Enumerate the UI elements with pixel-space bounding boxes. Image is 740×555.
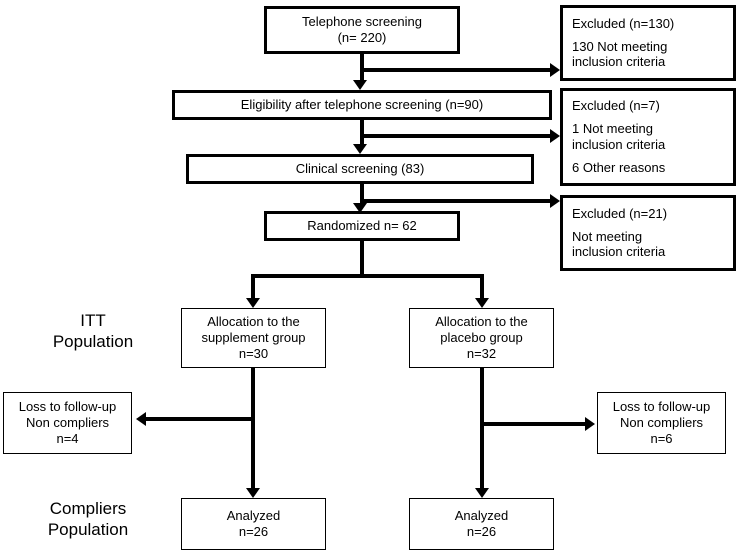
arrow-to-excluded-130 [550, 63, 560, 77]
node-allocation-supplement-line1: Allocation to the [207, 314, 300, 330]
arrow-telephone-to-eligibility [353, 80, 367, 90]
node-excluded-7-line1: Excluded (n=7) [572, 98, 660, 114]
node-allocation-placebo: Allocation to the placebo group n=32 [409, 308, 554, 368]
connector-randomized-split-stem [360, 241, 364, 274]
node-allocation-supplement: Allocation to the supplement group n=30 [181, 308, 326, 368]
node-analyzed-right: Analyzed n=26 [409, 498, 554, 550]
node-excluded-130: Excluded (n=130) 130 Not meeting inclusi… [560, 5, 736, 81]
side-label-itt-line2: Population [52, 332, 134, 352]
connector-placebo-to-analyzed-stem [480, 368, 484, 490]
side-label-itt-line1: ITT [80, 311, 106, 330]
node-allocation-supplement-line2: supplement group [201, 330, 306, 346]
arrow-to-allocation-placebo [475, 298, 489, 308]
connector-split-to-allocation-placebo [480, 274, 484, 300]
node-excluded-130-line3: inclusion criteria [572, 54, 666, 70]
arrow-to-excluded-21 [550, 194, 560, 208]
connector-telephone-to-excluded-130 [360, 68, 554, 72]
connector-placebo-to-loss-right [482, 422, 587, 426]
node-allocation-placebo-line1: Allocation to the [435, 314, 528, 330]
node-telephone-screening: Telephone screening (n= 220) [264, 6, 460, 54]
node-allocation-supplement-line3: n=30 [238, 345, 269, 361]
node-analyzed-left: Analyzed n=26 [181, 498, 326, 550]
node-clinical-screening-line1: Clinical screening (83) [295, 161, 425, 177]
node-excluded-21: Excluded (n=21) Not meeting inclusion cr… [560, 195, 736, 271]
arrow-to-excluded-7 [550, 129, 560, 143]
node-excluded-21-line1: Excluded (n=21) [572, 205, 668, 221]
arrow-to-loss-followup-right [585, 417, 595, 431]
connector-split-to-allocation-supplement [251, 274, 255, 300]
connector-supplement-to-analyzed-stem [251, 368, 255, 490]
connector-clinical-to-randomized-stem [360, 184, 364, 207]
node-loss-followup-left-line2: Non compliers [25, 415, 110, 431]
arrow-clinical-to-randomized [353, 203, 367, 213]
node-loss-followup-right-line3: n=6 [650, 430, 673, 446]
arrow-to-loss-followup-left [136, 412, 146, 426]
node-randomized-line1: Randomized n= 62 [307, 218, 417, 234]
node-loss-followup-left-line1: Loss to follow-up [18, 399, 117, 415]
connector-eligibility-to-excluded-7 [360, 134, 554, 138]
node-loss-followup-left-line3: n=4 [56, 430, 79, 446]
side-label-compliers-line1: Compliers [49, 499, 127, 518]
node-loss-followup-left: Loss to follow-up Non compliers n=4 [3, 392, 132, 454]
node-allocation-placebo-line3: n=32 [466, 345, 497, 361]
node-loss-followup-right-line1: Loss to follow-up [612, 399, 711, 415]
node-loss-followup-right: Loss to follow-up Non compliers n=6 [597, 392, 726, 454]
node-excluded-7-line4: 6 Other reasons [572, 159, 666, 175]
node-excluded-7: Excluded (n=7) 1 Not meeting inclusion c… [560, 88, 736, 186]
arrow-eligibility-to-clinical [353, 144, 367, 154]
node-clinical-screening: Clinical screening (83) [186, 154, 534, 184]
node-excluded-7-line3: inclusion criteria [572, 137, 666, 152]
node-analyzed-right-line2: n=26 [466, 524, 497, 539]
node-excluded-7-line2: 1 Not meeting [572, 121, 653, 137]
node-eligibility-after-telephone-screening: Eligibility after telephone screening (n… [172, 90, 552, 120]
node-excluded-130-line1: Excluded (n=130) [572, 15, 675, 31]
arrow-to-allocation-supplement [246, 298, 260, 308]
node-analyzed-left-line2: n=26 [238, 524, 269, 539]
node-telephone-screening-line1: Telephone screening [302, 14, 422, 30]
node-randomized: Randomized n= 62 [264, 211, 460, 241]
side-label-compliers-line2: Population [47, 520, 129, 540]
node-analyzed-left-line1: Analyzed [226, 508, 281, 524]
side-label-itt-population: ITT Population [23, 310, 163, 353]
connector-randomized-to-excluded-21 [360, 199, 554, 203]
node-eligibility-line1: Eligibility after telephone screening (n… [240, 97, 484, 113]
arrow-placebo-to-analyzed [475, 488, 489, 498]
side-label-compliers-population: Compliers Population [13, 498, 163, 541]
node-telephone-screening-line2: (n= 220) [337, 30, 387, 45]
node-excluded-21-line2: Not meeting [572, 228, 643, 244]
arrow-supplement-to-analyzed [246, 488, 260, 498]
connector-eligibility-to-clinical-stem [360, 120, 364, 146]
node-analyzed-right-line1: Analyzed [454, 508, 509, 524]
node-loss-followup-right-line2: Non compliers [619, 415, 704, 431]
node-excluded-21-line3: inclusion criteria [572, 244, 666, 260]
node-excluded-130-line2: 130 Not meeting [572, 38, 668, 54]
connector-supplement-to-loss-left [146, 417, 253, 421]
node-allocation-placebo-line2: placebo group [440, 330, 523, 346]
connector-randomized-split-bar [251, 274, 484, 278]
